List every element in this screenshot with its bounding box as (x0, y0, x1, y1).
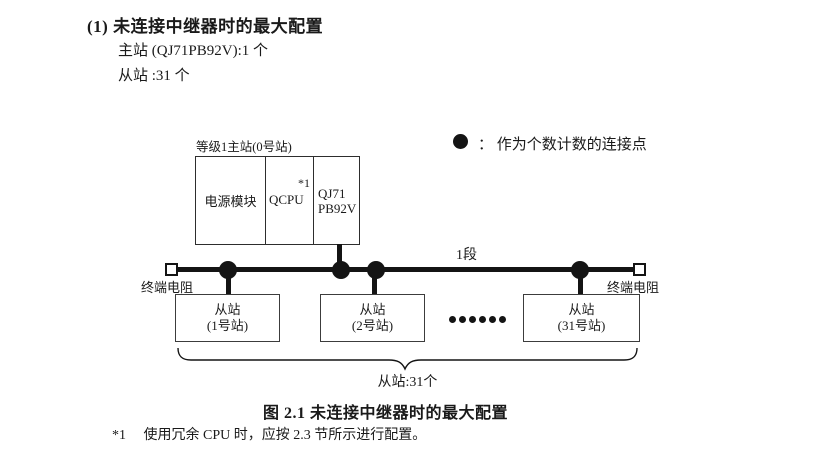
qcpu-label: QCPU (269, 192, 304, 207)
terminator-right-square-icon (633, 263, 646, 276)
slave31-label-line2: (31号站) (557, 318, 606, 333)
slave-count-line: 从站 :31 个 (118, 68, 190, 84)
legend-text: ： 作为个数计数的连接点 (478, 137, 647, 153)
slave-box-2: 从站 (2号站) (320, 294, 425, 342)
segment-label: 1段 (456, 248, 477, 263)
slave1-label-line2: (1号站) (206, 318, 249, 333)
pb92v-label-line1: QJ71 (318, 185, 346, 201)
ellipsis-dots-icon (449, 316, 506, 323)
slaves-brace (177, 347, 638, 371)
terminator-right-label: 终端电阻 (607, 280, 660, 295)
footnote-text: 使用冗余 CPU 时，应按 2.3 节所示进行配置。 (143, 428, 427, 443)
footnote: *1 使用冗余 CPU 时，应按 2.3 节所示进行配置。 (112, 424, 426, 444)
slave2-drop-line (372, 269, 377, 294)
terminator-left-label: 终端电阻 (141, 280, 194, 295)
master-count-line: 主站 (QJ71PB92V):1 个 (118, 43, 269, 59)
slave-box-31: 从站 (31号站) (523, 294, 640, 342)
footnote-marker: *1 (112, 428, 126, 443)
slave-box-1: 从站 (1号站) (175, 294, 280, 342)
power-module-label: 电源模块 (204, 194, 257, 209)
slave31-drop-line (578, 269, 583, 294)
slave2-label-line2: (2号站) (351, 318, 394, 333)
figure-caption: 图 2.1 未连接中继器时的最大配置 (263, 405, 509, 422)
qcpu-footnote-marker: *1 (298, 176, 310, 190)
master-station-label: 等级1主站(0号站) (196, 140, 292, 154)
bus-line (171, 267, 640, 272)
pb92v-label-line2: PB92V (318, 200, 357, 216)
slave31-label-line1: 从站 (568, 302, 595, 317)
brace-label: 从站:31个 (377, 375, 438, 390)
section-heading: (1) 未连接中继器时的最大配置 (87, 17, 324, 36)
terminator-left-square-icon (165, 263, 178, 276)
master-drop-line (337, 244, 342, 269)
slave2-label-line1: 从站 (359, 302, 386, 317)
slave1-label-line1: 从站 (214, 302, 241, 317)
legend-connection-point-icon (453, 134, 468, 149)
qcpu-cell: *1 QCPU (266, 157, 314, 244)
slave1-drop-line (226, 269, 231, 294)
pb92v-cell: QJ71 PB92V (314, 157, 359, 244)
power-module-cell: 电源模块 (196, 157, 266, 244)
connection-dot-master (332, 261, 350, 279)
master-station-box: 电源模块 *1 QCPU QJ71 PB92V (195, 156, 360, 245)
